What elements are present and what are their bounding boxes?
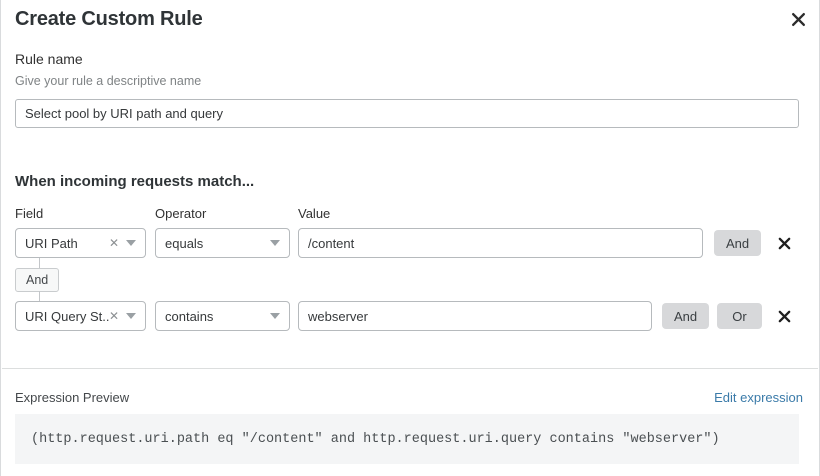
value-input-1[interactable] (298, 228, 703, 258)
clear-icon[interactable]: ✕ (108, 309, 119, 323)
edit-expression-link[interactable]: Edit expression (714, 390, 803, 405)
section-divider (2, 368, 818, 369)
conditions-heading: When incoming requests match... (15, 173, 255, 190)
and-button-1[interactable]: And (714, 230, 762, 256)
value-input-2[interactable] (298, 301, 652, 331)
expression-preview-box: (http.request.uri.path eq "/content" and… (15, 414, 799, 464)
delete-condition-icon-1[interactable] (773, 232, 795, 254)
expression-preview-text: (http.request.uri.path eq "/content" and… (31, 431, 720, 447)
column-header-value: Value (298, 206, 331, 221)
or-button-2[interactable]: Or (717, 303, 762, 329)
rule-name-input[interactable] (15, 99, 799, 128)
operator-select-1[interactable]: equals (155, 228, 290, 258)
chevron-down-icon (126, 240, 136, 246)
field-select-2[interactable]: URI Query St... ✕ (15, 301, 146, 331)
column-header-operator: Operator (155, 206, 207, 221)
chevron-down-icon (126, 313, 136, 319)
field-select-1-value: URI Path (25, 235, 78, 251)
connector-line-bottom (39, 291, 40, 301)
operator-select-1-value: equals (165, 235, 204, 251)
rule-name-label: Rule name (15, 51, 83, 67)
connector-and-button[interactable]: And (15, 268, 60, 292)
dialog-title: Create Custom Rule (15, 8, 203, 30)
rule-name-help-text: Give your rule a descriptive name (15, 74, 202, 88)
operator-select-2-value: contains (165, 308, 214, 324)
connector-line-top (39, 258, 40, 269)
chevron-down-icon (270, 313, 280, 319)
column-header-field: Field (15, 206, 44, 221)
field-select-1[interactable]: URI Path ✕ (15, 228, 146, 258)
delete-condition-icon-2[interactable] (773, 305, 795, 327)
field-select-2-value: URI Query St... (25, 308, 109, 324)
close-icon[interactable] (785, 6, 811, 32)
chevron-down-icon (270, 240, 280, 246)
and-button-2[interactable]: And (662, 303, 710, 329)
operator-select-2[interactable]: contains (155, 301, 290, 331)
clear-icon[interactable]: ✕ (108, 236, 119, 250)
expression-preview-label: Expression Preview (15, 390, 130, 405)
